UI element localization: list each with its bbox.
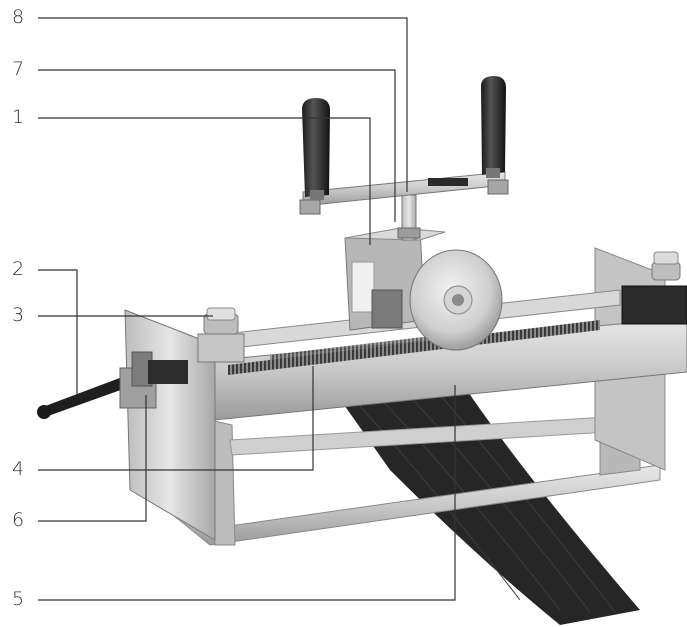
callout-label-3: 3 bbox=[12, 304, 25, 326]
callout-label-5: 5 bbox=[12, 588, 25, 610]
right-grip bbox=[481, 76, 506, 175]
lever-handle bbox=[40, 376, 132, 416]
leader-line-5 bbox=[38, 385, 456, 601]
leader-line-8 bbox=[38, 17, 408, 192]
callout-label-2: 2 bbox=[12, 258, 25, 280]
left-knob bbox=[206, 307, 236, 321]
leader-line-4 bbox=[38, 366, 314, 471]
callout-label-7: 7 bbox=[12, 58, 25, 80]
callout-label-8: 8 bbox=[12, 6, 25, 28]
left-grip bbox=[302, 98, 330, 197]
cutting-teeth bbox=[228, 320, 600, 375]
leader-lines bbox=[38, 17, 456, 601]
leader-line-7 bbox=[38, 69, 396, 222]
callout-label-6: 6 bbox=[12, 509, 25, 531]
leader-line-1 bbox=[38, 117, 371, 245]
right-knob bbox=[653, 251, 679, 265]
callout-label-4: 4 bbox=[12, 458, 25, 480]
callout-label-1: 1 bbox=[12, 106, 25, 128]
leader-line-6 bbox=[38, 395, 147, 522]
leader-line-2 bbox=[38, 269, 78, 395]
